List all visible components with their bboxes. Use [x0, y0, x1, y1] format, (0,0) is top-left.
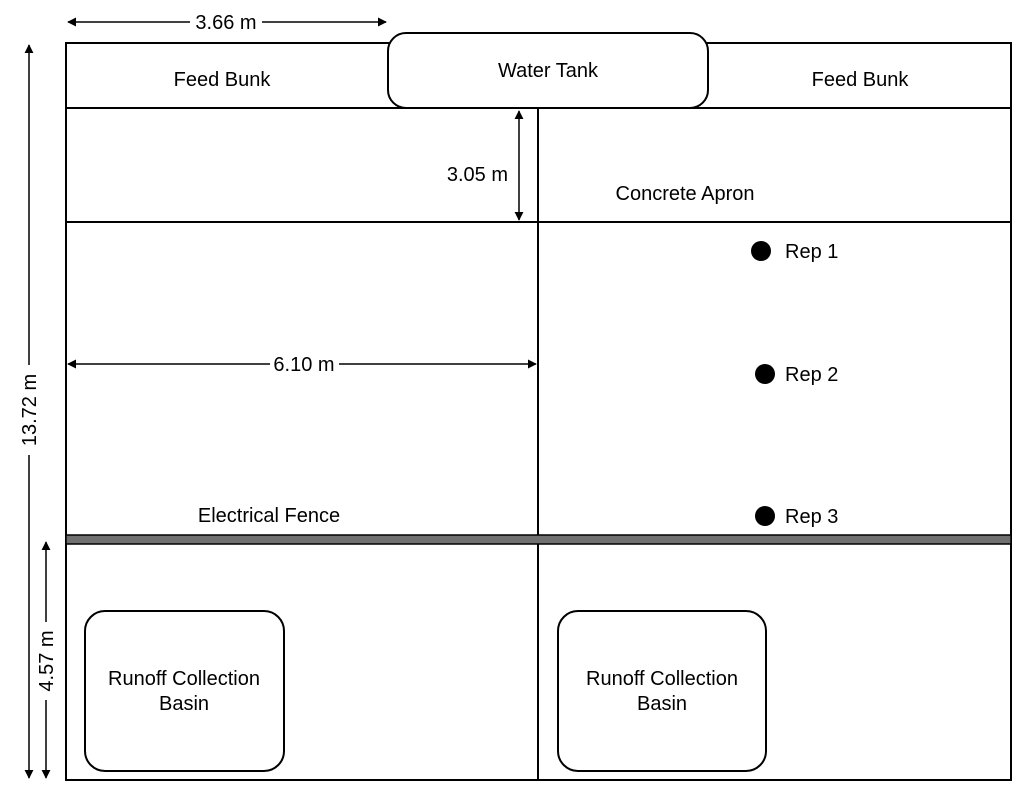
- rep-1-label: Rep 1: [785, 241, 838, 263]
- rep-3-marker: [755, 506, 775, 526]
- water-tank-label: Water Tank: [498, 60, 599, 82]
- dim-apron-depth-label: 3.05 m: [447, 164, 508, 186]
- rep-1-marker: [751, 241, 771, 261]
- runoff-basin-right: [557, 610, 767, 772]
- feed-bunk-left-label: Feed Bunk: [174, 69, 272, 91]
- rep-3-label: Rep 3: [785, 506, 838, 528]
- rep-2-marker: [755, 364, 775, 384]
- rep-2-label: Rep 2: [785, 364, 838, 386]
- basin-right-label-line2: Basin: [637, 693, 687, 715]
- electrical-fence-band: [65, 534, 1012, 545]
- electrical-fence-label: Electrical Fence: [198, 505, 340, 527]
- dim-total-length-label: 13.72 m: [19, 374, 41, 446]
- basin-left-label-line2: Basin: [159, 693, 209, 715]
- basin-right-label-line1: Runoff Collection: [586, 668, 738, 690]
- feed-bunk-right-label: Feed Bunk: [812, 69, 910, 91]
- water-tank-box: [387, 32, 709, 109]
- concrete-apron-label: Concrete Apron: [616, 183, 755, 205]
- dim-pen-width-label: 6.10 m: [273, 354, 334, 376]
- dim-lower-length-label: 4.57 m: [36, 630, 58, 691]
- dim-top-width-label: 3.66 m: [195, 12, 256, 34]
- runoff-basin-left: [84, 610, 285, 772]
- basin-left-label-line1: Runoff Collection: [108, 668, 260, 690]
